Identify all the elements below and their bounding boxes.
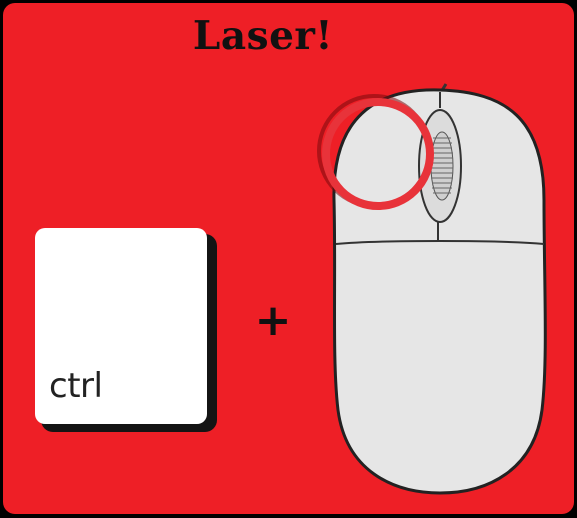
ctrl-key-label: ctrl — [49, 366, 103, 406]
highlight-ring-icon — [317, 94, 434, 210]
mouse-body — [332, 88, 547, 495]
ctrl-key: ctrl — [35, 228, 207, 424]
page-title: Laser! — [192, 13, 334, 59]
scroll-wheel-icon — [430, 131, 454, 201]
button-divider — [335, 240, 545, 245]
plus-sign: + — [254, 295, 292, 346]
